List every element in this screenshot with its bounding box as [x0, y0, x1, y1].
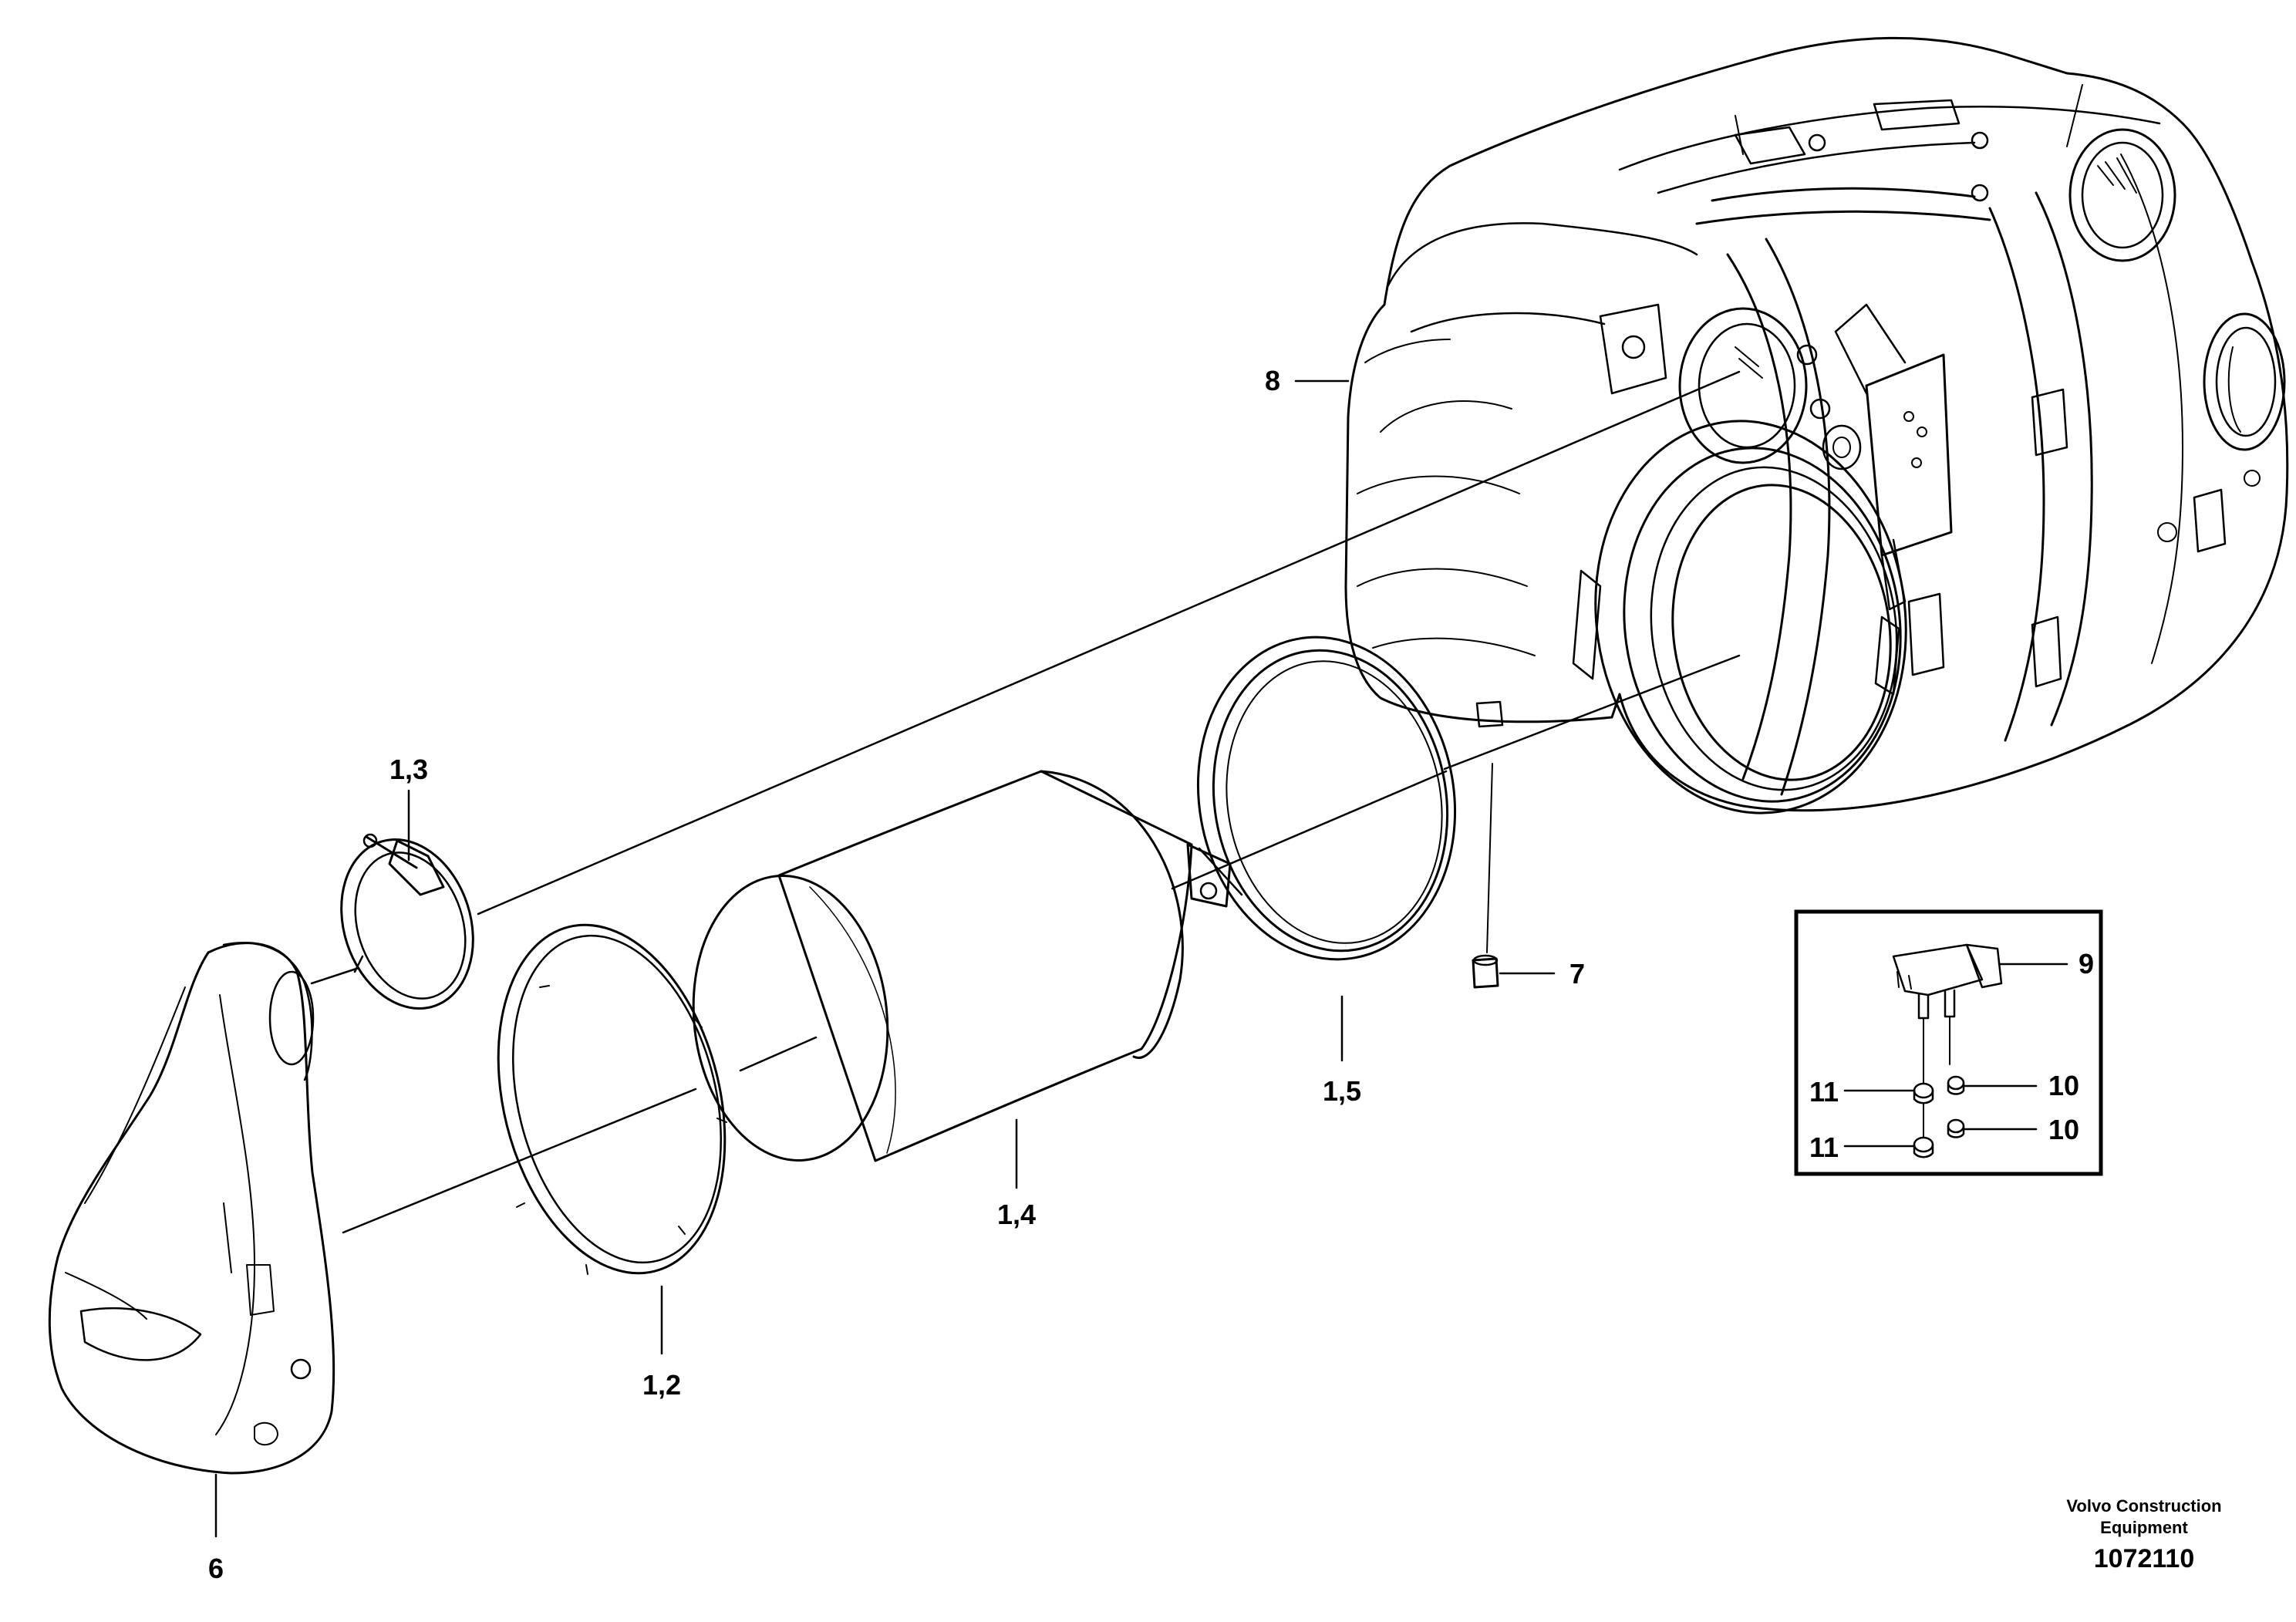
assembly-axis-lines: [310, 370, 1741, 1234]
callout-11-lower: 11: [1809, 1131, 1839, 1163]
dpf-opening-flange: [1572, 420, 1907, 814]
end-cover: [48, 942, 335, 1475]
front-lifting-eye: [1599, 303, 1667, 395]
callout-9: 9: [2079, 948, 2094, 980]
company-name-line1: Volvo Construction: [2066, 1496, 2221, 1516]
company-name-line2: Equipment: [2100, 1518, 2188, 1537]
callout-8: 8: [1265, 365, 1280, 396]
upper-outlet-pipe: [2068, 128, 2176, 262]
housing-side-clips: [1907, 388, 2261, 688]
callout-11-upper: 11: [1809, 1076, 1839, 1108]
large-v-band-clamp: [1186, 636, 1457, 961]
hose-clamps: [1913, 1082, 1934, 1158]
drawing-footer: Volvo Construction Equipment 1072110: [2066, 1496, 2221, 1573]
callout-1-2: 1,2: [642, 1369, 681, 1401]
exhaust-aftertreatment-housing: [1344, 36, 2289, 814]
sensor-inset: [1794, 909, 2103, 1176]
leader-lines: [214, 379, 1556, 1538]
pressure-sensor: [1892, 943, 2003, 1084]
callout-6: 6: [208, 1553, 224, 1584]
callout-labels: 8 1,3 1,2 1,4 1,5 6 7 9 10 10 11 11: [208, 365, 2094, 1584]
side-outlet-pipe: [2203, 312, 2286, 451]
callout-1-4: 1,4: [997, 1199, 1036, 1230]
callout-10-lower: 10: [2048, 1114, 2079, 1145]
drawing-number: 1072110: [2094, 1544, 2195, 1573]
sensor-bracket: [1834, 303, 1953, 611]
dpf-filter-cartridge: [692, 770, 1193, 1162]
gasket-ring: [497, 923, 727, 1275]
drain-plug: [1472, 954, 1499, 989]
callout-7: 7: [1569, 958, 1585, 990]
callout-10-upper: 10: [2048, 1070, 2079, 1101]
callout-1-5: 1,5: [1323, 1075, 1361, 1107]
hose-fittings: [1947, 1075, 1965, 1138]
small-v-band-clamp: [340, 833, 474, 1010]
callout-1-3: 1,3: [389, 754, 428, 785]
housing-sensor-fitting: [1822, 424, 1862, 470]
